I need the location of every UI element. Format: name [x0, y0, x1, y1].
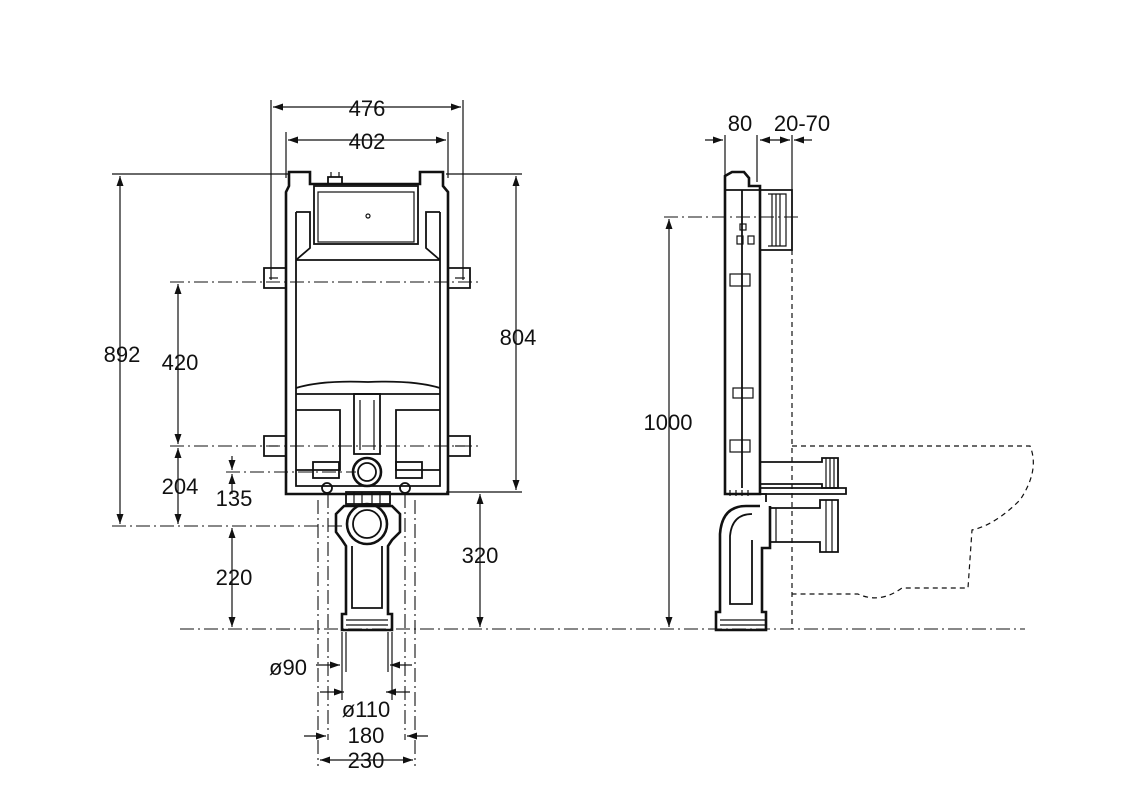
cistern-plate: [313, 185, 419, 245]
side-view: [714, 170, 1034, 632]
side-outlet: [760, 457, 839, 489]
label-402: 402: [349, 129, 386, 154]
label-204: 204: [162, 474, 199, 499]
label-420: 420: [162, 350, 199, 375]
label-230: 230: [348, 748, 385, 773]
bracket-upper-right: [448, 267, 471, 289]
label-804: 804: [500, 325, 537, 350]
label-220: 220: [216, 565, 253, 590]
drain-pipe: [334, 504, 402, 632]
side-drain-bend: [714, 504, 772, 632]
front-dimension-lines: [116, 103, 520, 764]
dimension-labels: 476 402 892 804 420 204 135 320 220 ø90 …: [104, 96, 831, 773]
side-dimension-lines: [664, 135, 812, 627]
frame-outline: [284, 170, 450, 496]
label-1000: 1000: [644, 410, 693, 435]
label-20-70: 20-70: [774, 111, 830, 136]
front-extension-lines: [112, 100, 522, 766]
label-320: 320: [462, 543, 499, 568]
label-d90: ø90: [269, 655, 307, 680]
toilet-bowl-outline: [792, 445, 1034, 599]
label-180: 180: [348, 723, 385, 748]
bracket-lower-left: [263, 435, 286, 457]
front-view: [263, 170, 471, 632]
label-d110: ø110: [342, 697, 391, 722]
label-135: 135: [216, 486, 253, 511]
label-892: 892: [104, 342, 141, 367]
label-476: 476: [349, 96, 386, 121]
bracket-upper-left: [263, 267, 286, 289]
label-80: 80: [728, 111, 752, 136]
